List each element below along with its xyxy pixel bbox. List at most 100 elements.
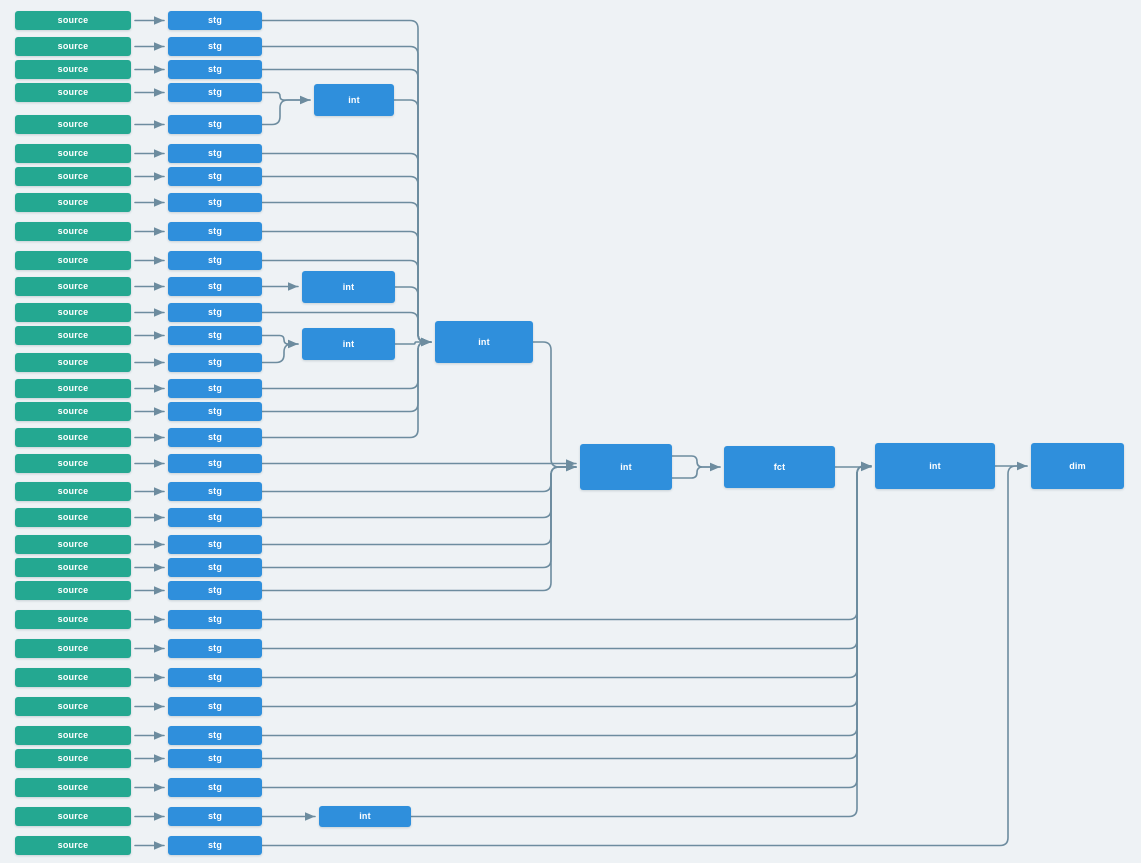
node-source-src14[interactable]: source <box>15 353 131 372</box>
node-stg-stg3[interactable]: stg <box>168 60 262 79</box>
node-stg-stg9[interactable]: stg <box>168 222 262 241</box>
node-stg-stg19[interactable]: stg <box>168 482 262 501</box>
node-stg-stg27[interactable]: stg <box>168 697 262 716</box>
node-stg-stg21[interactable]: stg <box>168 535 262 554</box>
node-stg-stg2[interactable]: stg <box>168 37 262 56</box>
node-stg-stg24[interactable]: stg <box>168 610 262 629</box>
node-int-intF[interactable]: int <box>875 443 995 489</box>
node-label: stg <box>207 119 223 129</box>
node-int-intG[interactable]: int <box>319 806 411 827</box>
node-source-src10[interactable]: source <box>15 251 131 270</box>
node-source-src26[interactable]: source <box>15 668 131 687</box>
node-stg-stg32[interactable]: stg <box>168 836 262 855</box>
node-source-src29[interactable]: source <box>15 749 131 768</box>
node-source-src15[interactable]: source <box>15 379 131 398</box>
node-source-src30[interactable]: source <box>15 778 131 797</box>
node-source-src20[interactable]: source <box>15 508 131 527</box>
node-source-src23[interactable]: source <box>15 581 131 600</box>
node-stg-stg4[interactable]: stg <box>168 83 262 102</box>
edge <box>671 462 721 479</box>
node-stg-stg29[interactable]: stg <box>168 749 262 768</box>
node-label: int <box>929 460 941 471</box>
node-stg-stg26[interactable]: stg <box>168 668 262 687</box>
edge <box>393 99 432 347</box>
node-source-src32[interactable]: source <box>15 836 131 855</box>
node-dim-dim[interactable]: dim <box>1031 443 1124 489</box>
node-source-src5[interactable]: source <box>15 115 131 134</box>
node-stg-stg22[interactable]: stg <box>168 558 262 577</box>
node-source-src7[interactable]: source <box>15 167 131 186</box>
node-stg-stg17[interactable]: stg <box>168 428 262 447</box>
node-label: stg <box>207 171 223 181</box>
node-stg-stg14[interactable]: stg <box>168 353 262 372</box>
node-label: stg <box>207 840 223 850</box>
node-int-intE[interactable]: int <box>580 444 672 490</box>
node-source-src12[interactable]: source <box>15 303 131 322</box>
node-label: source <box>57 15 89 25</box>
node-int-intA[interactable]: int <box>314 84 394 116</box>
node-stg-stg10[interactable]: stg <box>168 251 262 270</box>
node-source-src27[interactable]: source <box>15 697 131 716</box>
node-int-intB[interactable]: int <box>302 271 395 303</box>
edge <box>261 462 577 519</box>
node-source-src4[interactable]: source <box>15 83 131 102</box>
node-stg-stg6[interactable]: stg <box>168 144 262 163</box>
node-label: source <box>57 226 89 236</box>
node-source-src24[interactable]: source <box>15 610 131 629</box>
node-label: stg <box>207 782 223 792</box>
node-label: source <box>57 782 89 792</box>
node-source-src8[interactable]: source <box>15 193 131 212</box>
node-source-src21[interactable]: source <box>15 535 131 554</box>
node-label: source <box>57 614 89 624</box>
node-stg-stg31[interactable]: stg <box>168 807 262 826</box>
node-int-intD[interactable]: int <box>435 321 533 363</box>
node-label: source <box>57 87 89 97</box>
node-source-src22[interactable]: source <box>15 558 131 577</box>
node-label: stg <box>207 585 223 595</box>
node-source-src3[interactable]: source <box>15 60 131 79</box>
node-source-src31[interactable]: source <box>15 807 131 826</box>
node-stg-stg1[interactable]: stg <box>168 11 262 30</box>
node-label: source <box>57 585 89 595</box>
node-source-src18[interactable]: source <box>15 454 131 473</box>
node-source-src25[interactable]: source <box>15 639 131 658</box>
node-fct-fct[interactable]: fct <box>724 446 835 488</box>
node-label: stg <box>207 148 223 158</box>
node-label: int <box>359 811 371 821</box>
node-stg-stg20[interactable]: stg <box>168 508 262 527</box>
node-source-src11[interactable]: source <box>15 277 131 296</box>
node-source-src16[interactable]: source <box>15 402 131 421</box>
node-stg-stg11[interactable]: stg <box>168 277 262 296</box>
node-label: source <box>57 486 89 496</box>
node-stg-stg5[interactable]: stg <box>168 115 262 134</box>
node-label: stg <box>207 701 223 711</box>
node-stg-stg25[interactable]: stg <box>168 639 262 658</box>
node-source-src2[interactable]: source <box>15 37 131 56</box>
node-stg-stg23[interactable]: stg <box>168 581 262 600</box>
edge <box>261 461 872 708</box>
node-label: stg <box>207 730 223 740</box>
node-source-src13[interactable]: source <box>15 326 131 345</box>
node-stg-stg30[interactable]: stg <box>168 778 262 797</box>
node-source-src19[interactable]: source <box>15 482 131 501</box>
node-stg-stg15[interactable]: stg <box>168 379 262 398</box>
node-stg-stg8[interactable]: stg <box>168 193 262 212</box>
node-label: source <box>57 171 89 181</box>
node-source-src6[interactable]: source <box>15 144 131 163</box>
node-label: source <box>57 730 89 740</box>
node-int-intC[interactable]: int <box>302 328 395 360</box>
node-source-src9[interactable]: source <box>15 222 131 241</box>
node-stg-stg18[interactable]: stg <box>168 454 262 473</box>
node-stg-stg13[interactable]: stg <box>168 326 262 345</box>
node-source-src28[interactable]: source <box>15 726 131 745</box>
node-source-src1[interactable]: source <box>15 11 131 30</box>
node-label: source <box>57 255 89 265</box>
node-source-src17[interactable]: source <box>15 428 131 447</box>
edge <box>261 462 577 493</box>
node-stg-stg12[interactable]: stg <box>168 303 262 322</box>
node-stg-stg7[interactable]: stg <box>168 167 262 186</box>
edge <box>261 339 299 364</box>
node-label: dim <box>1069 460 1086 471</box>
node-stg-stg16[interactable]: stg <box>168 402 262 421</box>
node-stg-stg28[interactable]: stg <box>168 726 262 745</box>
